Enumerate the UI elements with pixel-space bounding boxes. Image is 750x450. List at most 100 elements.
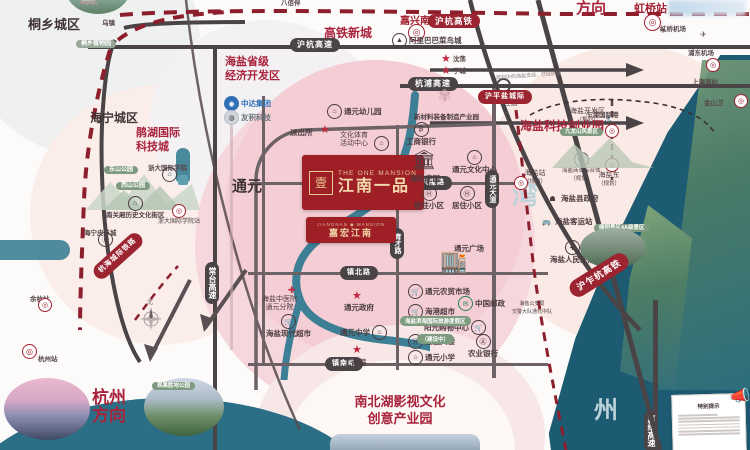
star-icon: ★ [352,344,362,356]
road-huhang-expressway [88,45,750,49]
poi-tongyuan-gov-icon: ★ [352,286,362,304]
project-sub-en: JIANGNAN ◆ MANSION [317,222,385,227]
photo-hangzhou-sunset [4,378,90,440]
direction-shanghai: 方向 [576,0,607,17]
poi-police-icon: ★ [320,120,330,138]
station-hangzhou-label: 杭州站 [38,356,58,363]
building-icon: ⌂ [374,136,389,151]
landmark-babaiban: 八佰伴 [281,0,301,7]
road-label-huhang-expressway: 沪杭高速 [290,38,340,52]
plaza-icon: 🏬 [440,248,467,273]
school-icon: ⌂ [408,350,423,365]
hospital-icon: ✚ [565,240,580,255]
culture-icon: ⌂ [127,196,143,211]
road-west-local [262,96,265,366]
company-zhongda: ◉ 中达集团 [224,96,271,111]
landmark-leather-city-icon: Ⓗ [98,232,113,247]
train-icon: ◎ [22,344,37,359]
region-title-tongxiang: 桐乡城区 [28,17,81,32]
road-jiashao-expressway [653,300,658,450]
poi-culture-sports-center: 文化体育 活动中心 [340,132,368,147]
landmark-wuzhen: 乌镇 [102,20,115,27]
photo-park-caption: 观果胜地公园 [152,374,196,392]
bay-label-zhou: 州 [594,397,620,424]
poi-traffic-police: 海盐公安局 交警大队通元中队 [512,301,553,315]
project-main-card[interactable]: 壹 THE ONE MANSION 江南一品 [302,155,424,210]
station-hangzhou-icon: ◎ [22,344,37,359]
road-changtai-expressway [213,46,217,450]
station-zhejiang-college: ◎ 浙大国际学院站 [158,204,200,226]
station-shanghainan-icon: ◎ [706,58,720,72]
road-label-zhenbei: 镇北路 [340,266,378,280]
station-haiyan-icon: ◎ [514,176,528,190]
gov-icon: ☗ [549,195,556,203]
photo-nanbeihu [330,434,480,450]
region-title-haiyan-dev: 海盐省级 经济开发区 [225,56,280,82]
top-right-banner [668,0,746,16]
poi-tongyuan-primary: ⌂ 通元小学 [408,350,455,365]
region-blob-tongyuan-inner [225,60,525,360]
port-zhapu: 乍浦国际港 [586,112,619,119]
poi-tongyuan-plaza: 通元广场 [454,244,484,253]
region-title-nanbeihu: 南北湖影视文化 创意产业园 [354,394,446,426]
scenic-jiulongshan: 九龙山风景区 [560,120,604,138]
project-sub-card[interactable]: JIANGNAN ◆ MANSION 嘉宏江南 [306,217,396,243]
station-haiyan-east: 海盐东 （规划） [598,172,621,187]
poi-china-post: ✉ 中国邮政 [458,296,505,311]
direction-hangzhou: 杭州 方向 [92,388,126,425]
landmark-tower-blue [176,148,190,182]
cart-icon: 🛒 [408,284,423,299]
bank-icon: Ⓐ [475,334,491,349]
plane-icon: ✈ [700,30,707,39]
station-haiyan-dev: 海盐开发区 （规划） [570,108,605,123]
jiulongshan-mountains [552,138,654,168]
hospital-cross-icon: ✚ [288,285,296,295]
station-jinshanwei-label: 金山卫 [704,100,724,107]
special-notice-box[interactable]: 特别提示 📣 [671,384,750,450]
landmark-shendang: ★ 沈荡 [441,53,466,65]
project-logo-cn: 江南一品 [337,178,410,195]
metro-icon: ◎ [172,204,186,218]
poi-helen-manor: 海伦庄园 [410,174,440,183]
home-icon: Ⓗ [421,186,437,201]
anchor-icon: ⚓ [604,114,613,124]
road-label-jiashao: 嘉绍高速 [644,410,658,450]
compass-icon [139,307,163,331]
road-tongyuan-ave [492,88,496,378]
culture-icon: ⌂ [467,150,482,165]
road-label-changtai: 常台高速 [205,262,219,304]
school-icon: ⌂ [327,104,342,119]
megaphone-icon: 📣 [727,384,750,407]
station-shanghainan: 上海南站 [692,79,718,86]
metro-icon: ◎ [514,176,528,190]
poi-tongyuan-middle-school: 通元中学 ⌂ [340,325,387,340]
cart-icon: 🛒 [471,320,486,335]
post-icon: ✉ [458,296,473,311]
company-youji: ◍ 友积科技 [224,110,271,125]
station-hongqiao-label: 虹桥站 [634,3,667,15]
landmark-alibaba-cainiao: ▲ 阿里巴巴菜鸟城 [392,33,462,48]
estate-icon: 🏛 [412,150,436,171]
bus-icon: 🚌 [542,218,551,226]
logo-grey-icon: ◍ [224,110,239,125]
bank-icon: ₿ [413,122,429,137]
poi-tongyuan-culture-center: ⌂ 通元文化中心 [452,150,497,174]
star-icon: ★ [320,124,330,136]
landmark-xishan-park: 西山公园 [116,174,151,192]
star-icon: ★ [441,53,451,65]
airport-hongqiao: ✈ 虹桥机场 [660,25,686,35]
river-west-branch [0,240,70,260]
road-label-tongyuan-ave: 通元大道 [485,170,499,208]
road-west-pink [230,100,233,350]
wuzhen-house-icon: 🏯 [78,0,99,6]
poi-new-material-park: 新材料装备制造产业园 [414,114,479,121]
poi-industry-bureau-icon: ★ [352,340,362,358]
haining-mountain-silhouette [86,174,200,210]
compass-north-label: 北 [147,300,154,306]
project-logo-mark: 壹 [308,170,333,195]
star-icon: ★ [441,65,451,77]
school-icon: ⌂ [372,325,387,340]
road-label-zhennan: 镇南路 [325,357,363,371]
